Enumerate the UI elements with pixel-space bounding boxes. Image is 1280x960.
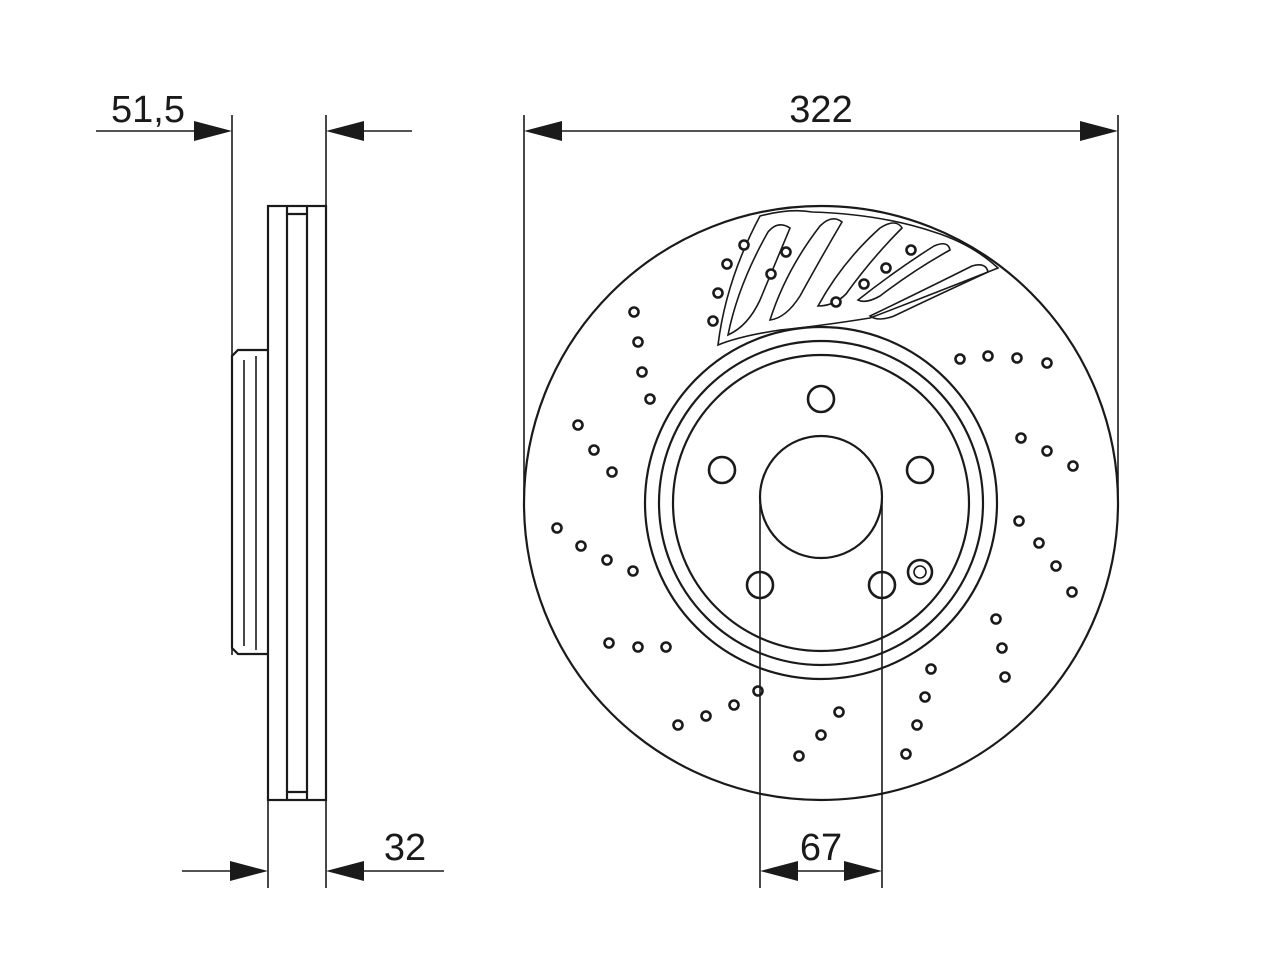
drilled-hole [780,246,792,258]
side-view: 51,5 32 [96,89,444,888]
drilled-hole [1033,537,1045,549]
vent-channel-bottom [285,790,309,800]
front-view: 322 67 [522,89,1120,888]
drilled-hole [572,419,584,431]
drilled-hole [1067,460,1079,472]
dimension-label-offset: 51,5 [111,89,185,131]
drilled-hole [1041,357,1053,369]
vent-channel-top [285,206,309,216]
friction-ring-inner-edge [643,325,999,681]
arrow-thickness-right [326,861,364,881]
hub-hat-profile [230,348,268,656]
drilled-hole [700,710,712,722]
disc-section-body [266,204,328,802]
drilled-hole [721,258,733,270]
dimension-label-diameter: 322 [789,89,852,131]
arrow-offset-right [326,121,364,141]
drilled-hole [990,613,1002,625]
drilled-hole [1015,432,1027,444]
dimension-label-thickness: 32 [384,827,426,869]
drilled-hole [628,306,640,318]
drilled-hole [793,750,805,762]
drilled-hole [644,393,656,405]
arrow-bore-right [844,861,882,881]
drilled-hole [575,540,587,552]
locating-screw-inner [913,565,927,579]
arrow-diameter-left [524,121,562,141]
drilled-hole [919,691,931,703]
drilled-hole [707,315,719,327]
hat-step-edge [671,353,971,653]
drilled-hole [1041,445,1053,457]
drilled-hole [925,663,937,675]
drilled-hole [880,262,892,274]
drilled-hole [996,642,1008,654]
drilled-hole [551,522,563,534]
drilled-hole [858,278,870,290]
drilled-hole [830,296,842,308]
drilled-hole [603,637,615,649]
drilled-hole [601,554,613,566]
drilled-hole [833,706,845,718]
drilled-hole [588,444,600,456]
drilled-hole [911,719,923,731]
drilled-hole [672,719,684,731]
drilled-hole [632,336,644,348]
drilled-hole [632,641,644,653]
bolt-hole-top [806,384,836,414]
drilled-hole [1050,560,1062,572]
drilled-hole [1066,586,1078,598]
arrow-offset-left [194,121,232,141]
drilled-hole [752,685,764,697]
drilled-hole [1013,515,1025,527]
dimension-label-bore: 67 [800,827,842,869]
disc-outer-edge [522,204,1120,802]
drilled-hole [815,729,827,741]
drilled-hole [765,268,777,280]
drilled-hole [728,699,740,711]
drilled-hole [627,565,639,577]
drilled-hole [636,366,648,378]
bolt-hole-right [905,455,935,485]
hat-outer-edge [657,339,985,667]
locating-screw-hole [906,558,934,586]
arrow-diameter-right [1080,121,1118,141]
arrow-thickness-left [230,861,268,881]
drilled-hole [1011,352,1023,364]
drilled-holes [551,239,1079,762]
bolt-hole-left [707,455,737,485]
drilled-hole [660,641,672,653]
drilled-hole [738,239,750,251]
arrow-bore-left [760,861,798,881]
drilled-hole [982,350,994,362]
drilled-hole [900,748,912,760]
drilled-hole [712,287,724,299]
center-bore [758,434,884,560]
drilled-hole [905,244,917,256]
drilled-hole [606,466,618,478]
drilled-hole [954,353,966,365]
drilled-hole [999,671,1011,683]
cooling-vane-cutaway [717,209,1000,347]
